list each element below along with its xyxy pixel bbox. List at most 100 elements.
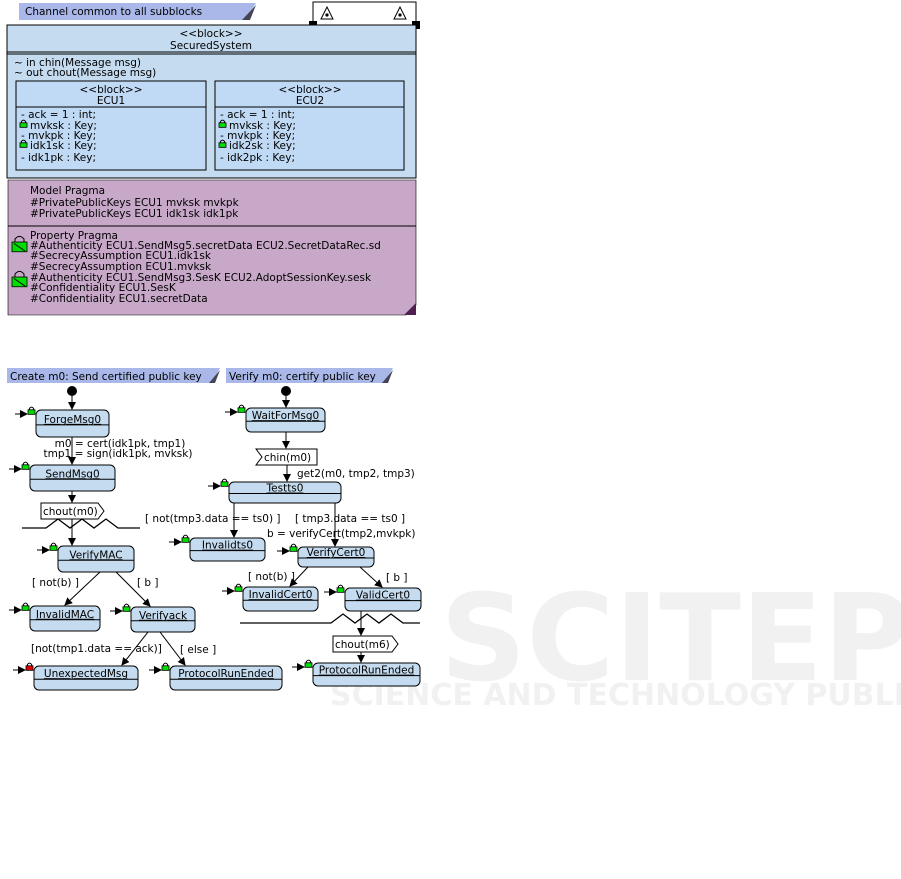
lock-shackle xyxy=(20,139,27,144)
lock-icon xyxy=(21,602,30,611)
attribute: - ack = 1 : int; xyxy=(21,109,96,121)
lock-icon xyxy=(234,583,243,592)
state[interactable]: ProtocolRunEnded xyxy=(292,659,421,687)
transition-arrow xyxy=(115,571,151,607)
lock-body xyxy=(289,546,298,552)
state[interactable]: SendMsg0 xyxy=(9,461,116,492)
lock-icon xyxy=(181,534,190,543)
left-machine-title: Create m0: Send certified public key xyxy=(10,371,202,383)
attribute: - mvkpk : Key; xyxy=(21,130,96,142)
ecu2-block[interactable]: <<block>> ECU2 - ack = 1 : int;mvksk : K… xyxy=(214,80,405,171)
state-name: ProtocolRunEnded xyxy=(178,668,274,680)
state-name: Testts0 xyxy=(266,483,304,495)
state[interactable]: WaitForMsg0 xyxy=(225,404,326,433)
communication-separator xyxy=(240,613,420,624)
lock-body xyxy=(27,409,36,415)
lock-shackle xyxy=(28,406,35,411)
state-box xyxy=(344,587,422,612)
lock-slash xyxy=(13,243,26,252)
watermark-logo: SCITEPRESS xyxy=(440,570,901,709)
lock-icon xyxy=(19,119,28,128)
channel-note[interactable]: Channel common to all subblocks xyxy=(19,3,256,20)
property-pragma-line: #Authenticity ECU1.SendMsg3.SesK ECU2.Ad… xyxy=(30,272,372,284)
state-box xyxy=(312,662,421,687)
state-name: InvalidCert0 xyxy=(249,589,313,601)
lock-body xyxy=(161,665,170,671)
start-state xyxy=(67,386,77,396)
lock-body xyxy=(21,464,30,470)
state-box xyxy=(189,537,266,562)
receive-signal-chin[interactable]: chin(m0) xyxy=(255,448,318,466)
state-name: WaitForMsg0 xyxy=(252,410,319,422)
lock-icon xyxy=(27,406,36,415)
model-pragma-line: #PrivatePublicKeys ECU1 mvksk mvkpk xyxy=(30,197,240,209)
communication-separator xyxy=(22,518,140,529)
state-name: SendMsg0 xyxy=(45,468,99,480)
eye-icon xyxy=(320,5,334,20)
state-name: Verifyack xyxy=(139,610,188,622)
transition-arrow xyxy=(121,631,149,666)
ecu1-block[interactable]: <<block>> ECU1 - ack = 1 : int;mvksk : K… xyxy=(15,80,207,171)
attribute: idk1sk : Key; xyxy=(30,140,97,152)
left-machine-note[interactable]: Create m0: Send certified public key xyxy=(7,368,220,383)
right-machine-title: Verify m0: certify public key xyxy=(229,371,376,383)
send-signal-chout[interactable]: chout(m0) xyxy=(40,502,105,520)
port-in: ~ in chin(Message msg) xyxy=(14,57,141,69)
transition-arrow xyxy=(289,566,309,587)
state-box xyxy=(33,665,139,691)
transition-action: tmp1 = sign(idk1pk, mvksk) xyxy=(44,448,193,460)
lock-slash xyxy=(13,278,26,287)
pragma-note[interactable]: Model Pragma#PrivatePublicKeys ECU1 mvks… xyxy=(7,179,417,316)
state-box xyxy=(228,481,342,504)
state-box xyxy=(130,606,196,633)
property-pragma-line: #SecrecyAssumption ECU1.idk1sk xyxy=(30,250,212,262)
state-name: ProtocolRunEnded xyxy=(319,665,415,677)
lock-shackle xyxy=(221,478,228,483)
lock-body xyxy=(336,587,345,593)
start-state xyxy=(281,386,291,396)
property-pragma-title: Property Pragma xyxy=(30,230,118,242)
state[interactable]: Testts0 xyxy=(208,478,342,504)
lock-shackle xyxy=(22,602,29,607)
state[interactable]: InvalidMAC xyxy=(9,602,101,632)
state[interactable]: ValidCert0 xyxy=(324,584,422,612)
state-box xyxy=(242,586,319,612)
state[interactable]: ForgeMsg0 xyxy=(15,406,110,438)
lock-icon xyxy=(25,662,34,671)
state[interactable]: ProtocolRunEnded xyxy=(149,662,283,691)
state-box xyxy=(169,665,283,691)
transition-guard: [ b ] xyxy=(386,572,408,584)
lock-shackle xyxy=(219,119,226,124)
state[interactable]: UnexpectedMsg xyxy=(13,662,139,691)
property-pragma-line: #Confidentiality ECU1.secretData xyxy=(30,293,208,305)
signal-shape xyxy=(40,502,105,520)
lock-icon xyxy=(218,139,227,148)
signal-label: chout(m0) xyxy=(43,506,98,518)
state[interactable]: Invalidts0 xyxy=(169,534,266,562)
lock-body xyxy=(234,586,243,592)
state[interactable]: InvalidCert0 xyxy=(222,583,319,612)
right-machine-note[interactable]: Verify m0: certify public key xyxy=(226,368,393,383)
state[interactable]: VerifyCert0 xyxy=(277,543,375,568)
lock-shackle xyxy=(337,584,344,589)
lock-shackle xyxy=(305,659,312,664)
block-name: SecuredSystem xyxy=(170,40,252,52)
property-pragma-line: #Authenticity ECU1.SendMsg5.secretData E… xyxy=(30,240,381,252)
state[interactable]: VerifyMAC xyxy=(37,542,135,573)
lock-body xyxy=(237,407,246,413)
state-box xyxy=(29,605,101,632)
state-name: ValidCert0 xyxy=(356,590,410,602)
lock-shackle xyxy=(235,583,242,588)
lock-body xyxy=(122,606,131,612)
attribute: - ack = 1 : int; xyxy=(220,109,295,121)
send-signal-chout[interactable]: chout(m6) xyxy=(332,635,399,653)
signal-label: chout(m6) xyxy=(335,639,390,651)
lock-shackle xyxy=(162,662,169,667)
lock-body xyxy=(304,662,313,668)
state-name: InvalidMAC xyxy=(36,609,94,621)
lock-body xyxy=(19,142,28,148)
attribute: - idk1pk : Key; xyxy=(21,152,96,164)
state[interactable]: Verifyack xyxy=(110,603,196,633)
